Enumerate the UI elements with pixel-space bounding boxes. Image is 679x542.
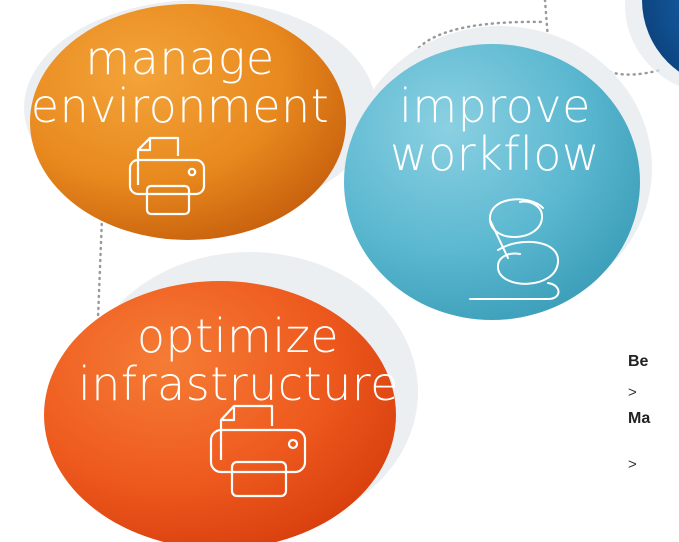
- manage-environment-bubble[interactable]: [30, 4, 346, 240]
- improve-label-line1: improve: [399, 79, 591, 133]
- improve-label-line2: workflow: [390, 127, 601, 182]
- manage-environment-label: manage environment: [20, 34, 340, 131]
- connector-top-arc: [413, 20, 547, 54]
- optimize-infrastructure-label: optimize infrastructure: [78, 312, 398, 409]
- optimize-label-line1: optimize: [136, 309, 340, 363]
- side-bullet-1: >: [628, 384, 637, 401]
- corner-blue-shape: [625, 0, 679, 87]
- connector-top-right: [543, 0, 550, 42]
- side-heading-line1: Be: [628, 353, 649, 370]
- workflow-loop-icon: [469, 198, 560, 300]
- printer-icon: [128, 136, 206, 216]
- side-panel-heading: Be Ma: [628, 314, 679, 447]
- optimize-infrastructure-bubble[interactable]: [44, 281, 396, 542]
- printer-icon: [209, 404, 307, 498]
- connector-left-vertical: [96, 216, 104, 320]
- connector-corner: [608, 68, 662, 76]
- improve-workflow-bubble[interactable]: [344, 44, 640, 320]
- manage-label-line1: manage: [85, 31, 275, 85]
- improve-workflow-label: improve workflow: [390, 82, 600, 179]
- side-bullet-2: >: [628, 456, 637, 473]
- optimize-label-line2: infrastructure: [78, 357, 399, 412]
- side-heading-line2: Ma: [628, 410, 651, 427]
- manage-label-line2: environment: [30, 79, 330, 134]
